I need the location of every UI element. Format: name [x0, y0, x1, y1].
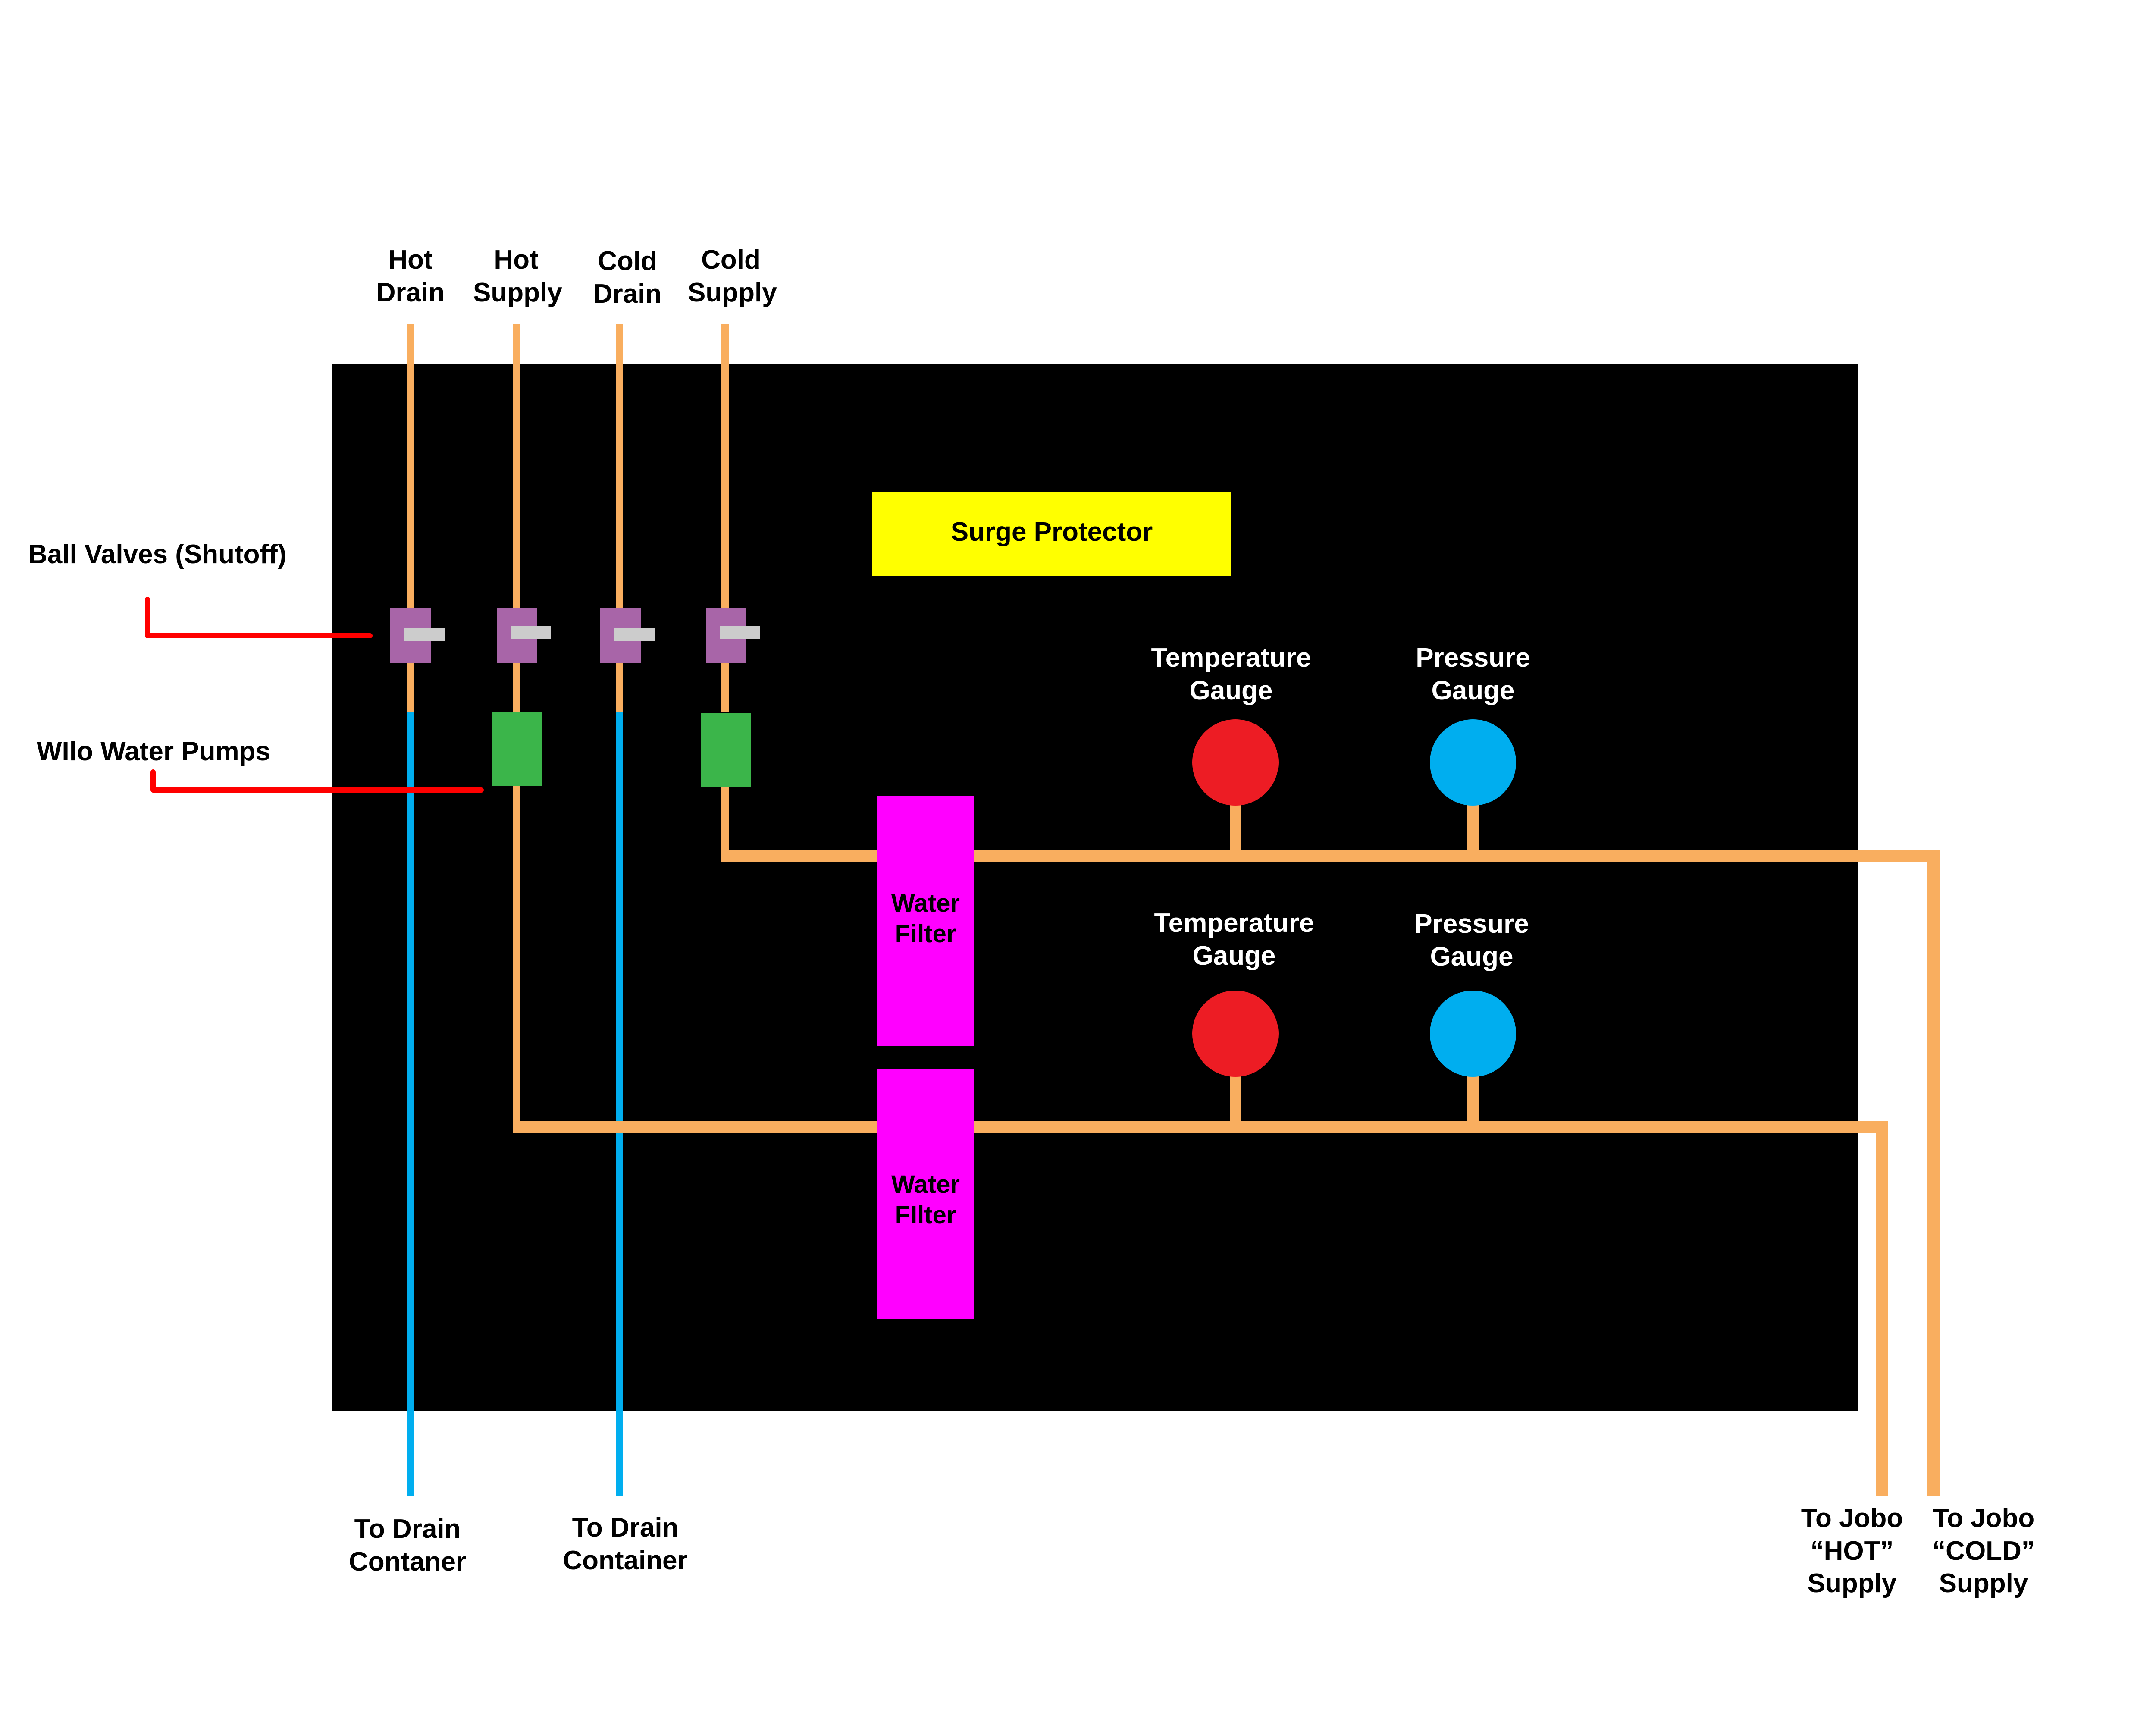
inlet-label-hot-supply: Hot Supply [473, 245, 562, 307]
hot-pressure-gauge[interactable] [1430, 991, 1516, 1077]
cold-filter-label: Water Filter [891, 889, 960, 948]
hot-temp-gauge-stem [1230, 1070, 1241, 1123]
hot-line-drop [513, 786, 520, 1133]
hot-temperature-gauge[interactable] [1192, 991, 1279, 1077]
valve-handle[interactable] [404, 628, 445, 641]
ball-valves-leader-line [145, 597, 373, 638]
surge-protector-label: Surge Protector [950, 517, 1153, 547]
outlet-label-jobo-hot: To Jobo “HOT” Supply [1801, 1503, 1903, 1599]
ball-valve[interactable] [390, 608, 445, 663]
hot-pressure-gauge-stem [1467, 1070, 1479, 1123]
cold-drain-line [616, 712, 623, 1496]
cold-water-filter[interactable] [877, 796, 974, 1046]
hot-water-filter[interactable] [877, 1069, 974, 1319]
inlet-label-cold-supply: Cold Supply [688, 245, 777, 307]
cold-temperature-gauge-label: Temperature Gauge [1151, 643, 1311, 706]
valve-handle[interactable] [511, 626, 551, 639]
valve-handle[interactable] [720, 626, 760, 639]
outlet-label-jobo-cold: To Jobo “COLD” Supply [1932, 1503, 2035, 1599]
hot-pressure-gauge-label: Pressure Gauge [1414, 909, 1529, 972]
hot-filter-label: Water FIlter [891, 1170, 960, 1229]
hot-temperature-gauge-label: Temperature Gauge [1154, 908, 1314, 971]
pumps-label: WIlo Water Pumps [37, 737, 270, 766]
ball-valve[interactable] [706, 608, 760, 663]
cold-supply-pump[interactable] [701, 713, 751, 787]
cold-line-outlet [1927, 850, 1940, 1496]
cold-pressure-gauge-label: Pressure Gauge [1416, 643, 1530, 706]
inlet-label-cold-drain: Cold Drain [593, 246, 662, 309]
cold-pressure-gauge-stem [1467, 798, 1479, 852]
cold-temp-gauge-stem [1230, 798, 1241, 852]
outlet-label-cold-drain: To Drain Container [563, 1513, 688, 1575]
cold-pressure-gauge[interactable] [1430, 719, 1516, 806]
hot-line-horizontal [513, 1121, 1888, 1133]
hot-supply-pump[interactable] [492, 712, 542, 786]
pumps-leader-line [150, 769, 484, 793]
surge-protector[interactable] [872, 492, 1231, 576]
hot-line-outlet [1876, 1121, 1888, 1496]
inlet-label-hot-drain: Hot Drain [376, 245, 445, 307]
ball-valve[interactable] [600, 608, 655, 663]
hot-drain-line [407, 712, 414, 1496]
outlet-label-hot-drain: To Drain Contaner [348, 1514, 467, 1577]
ball-valve[interactable] [497, 608, 551, 663]
ball-valves-label: Ball Valves (Shutoff) [28, 539, 287, 569]
valve-handle[interactable] [614, 628, 655, 641]
cold-temperature-gauge[interactable] [1192, 719, 1279, 806]
